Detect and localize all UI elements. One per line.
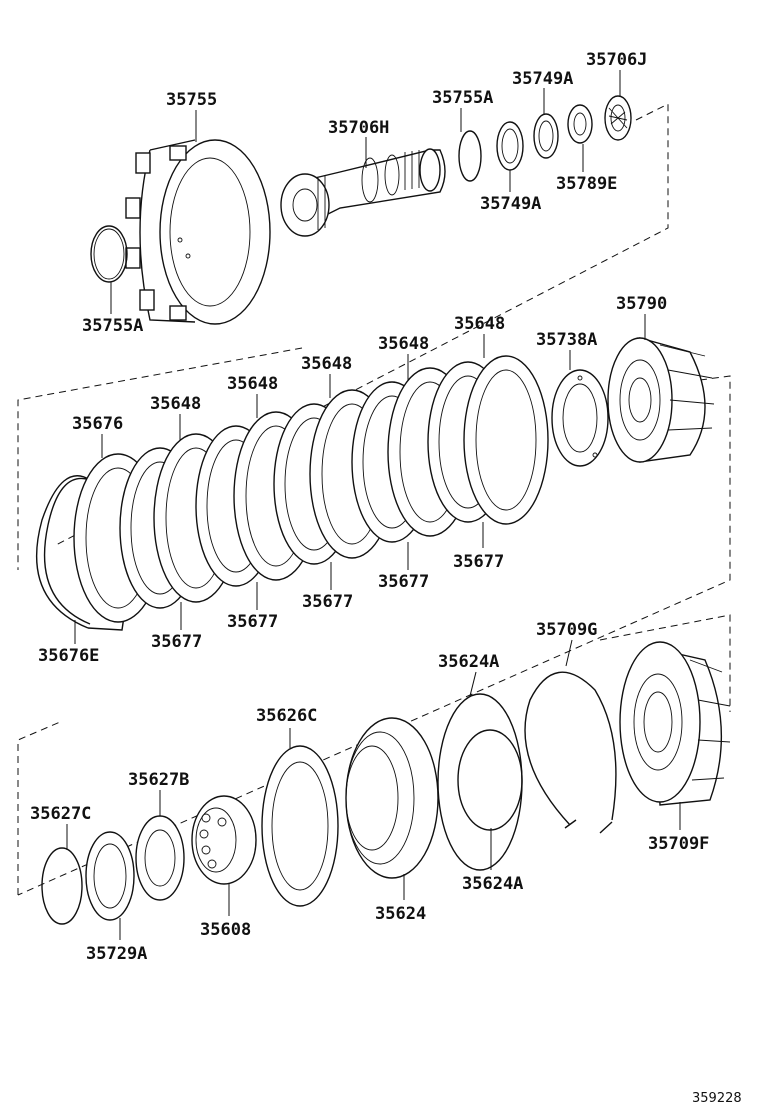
label-35729A: 35729A	[86, 944, 147, 964]
label-35749A-bottom: 35749A	[480, 194, 541, 214]
label-35706J: 35706J	[586, 50, 647, 70]
part-35749A-washer-a	[496, 121, 524, 171]
part-35755A-oring	[90, 225, 128, 283]
label-35738A: 35738A	[536, 330, 597, 350]
part-35608-bearing	[191, 795, 257, 885]
group-boundary-lines	[17, 103, 731, 896]
label-35624A-top: 35624A	[438, 652, 499, 672]
label-35648-d: 35648	[227, 374, 278, 394]
label-35789E: 35789E	[556, 174, 617, 194]
label-35627B: 35627B	[128, 770, 189, 790]
label-35677-b: 35677	[378, 572, 429, 592]
part-35709F-drum	[619, 641, 731, 806]
label-35648-c: 35648	[301, 354, 352, 374]
part-35624A-oring-inner	[457, 729, 523, 831]
part-35755-drum	[125, 139, 271, 325]
label-35755: 35755	[166, 90, 217, 110]
part-35624A-oring-outer	[437, 693, 523, 871]
part-35789E-race	[567, 104, 593, 144]
part-35755A-snapring	[458, 130, 482, 182]
part-35624-piston	[345, 717, 439, 879]
label-35676E: 35676E	[38, 646, 99, 666]
part-35749A-washer-b	[533, 113, 559, 159]
label-35709F: 35709F	[648, 834, 709, 854]
label-35648-e: 35648	[150, 394, 201, 414]
label-35624A-bottom: 35624A	[462, 874, 523, 894]
clutch-disc-stack	[119, 355, 549, 609]
leader-lines	[66, 70, 681, 940]
label-35677-e: 35677	[151, 632, 202, 652]
label-35706H: 35706H	[328, 118, 389, 138]
part-35626C-spring	[261, 745, 339, 907]
part-35627C-snapring	[41, 847, 83, 925]
label-35676: 35676	[72, 414, 123, 434]
label-35627C: 35627C	[30, 804, 91, 824]
label-35624: 35624	[375, 904, 426, 924]
figure-number: 359228	[692, 1091, 742, 1106]
part-35738A-plate	[551, 369, 609, 467]
part-35706J-bearing	[604, 95, 632, 141]
label-35755A-top: 35755A	[432, 88, 493, 108]
label-35608: 35608	[200, 920, 251, 940]
part-35709G-snapring	[524, 671, 617, 834]
label-35677-a: 35677	[453, 552, 504, 572]
label-35648-b: 35648	[378, 334, 429, 354]
label-35755A-left: 35755A	[82, 316, 143, 336]
part-35627B-race	[135, 815, 185, 901]
label-35648-a: 35648	[454, 314, 505, 334]
part-35729A-washer	[85, 831, 135, 921]
label-35677-d: 35677	[227, 612, 278, 632]
label-35749A-top: 35749A	[512, 69, 573, 89]
label-35790: 35790	[616, 294, 667, 314]
part-35790-hub	[607, 337, 715, 463]
label-35626C: 35626C	[256, 706, 317, 726]
label-35677-c: 35677	[302, 592, 353, 612]
label-35709G: 35709G	[536, 620, 597, 640]
part-35706H-shaft	[280, 148, 446, 237]
part-number-labels: 35755 35706H 35755A 35749A 35706J 35789E…	[30, 50, 709, 964]
